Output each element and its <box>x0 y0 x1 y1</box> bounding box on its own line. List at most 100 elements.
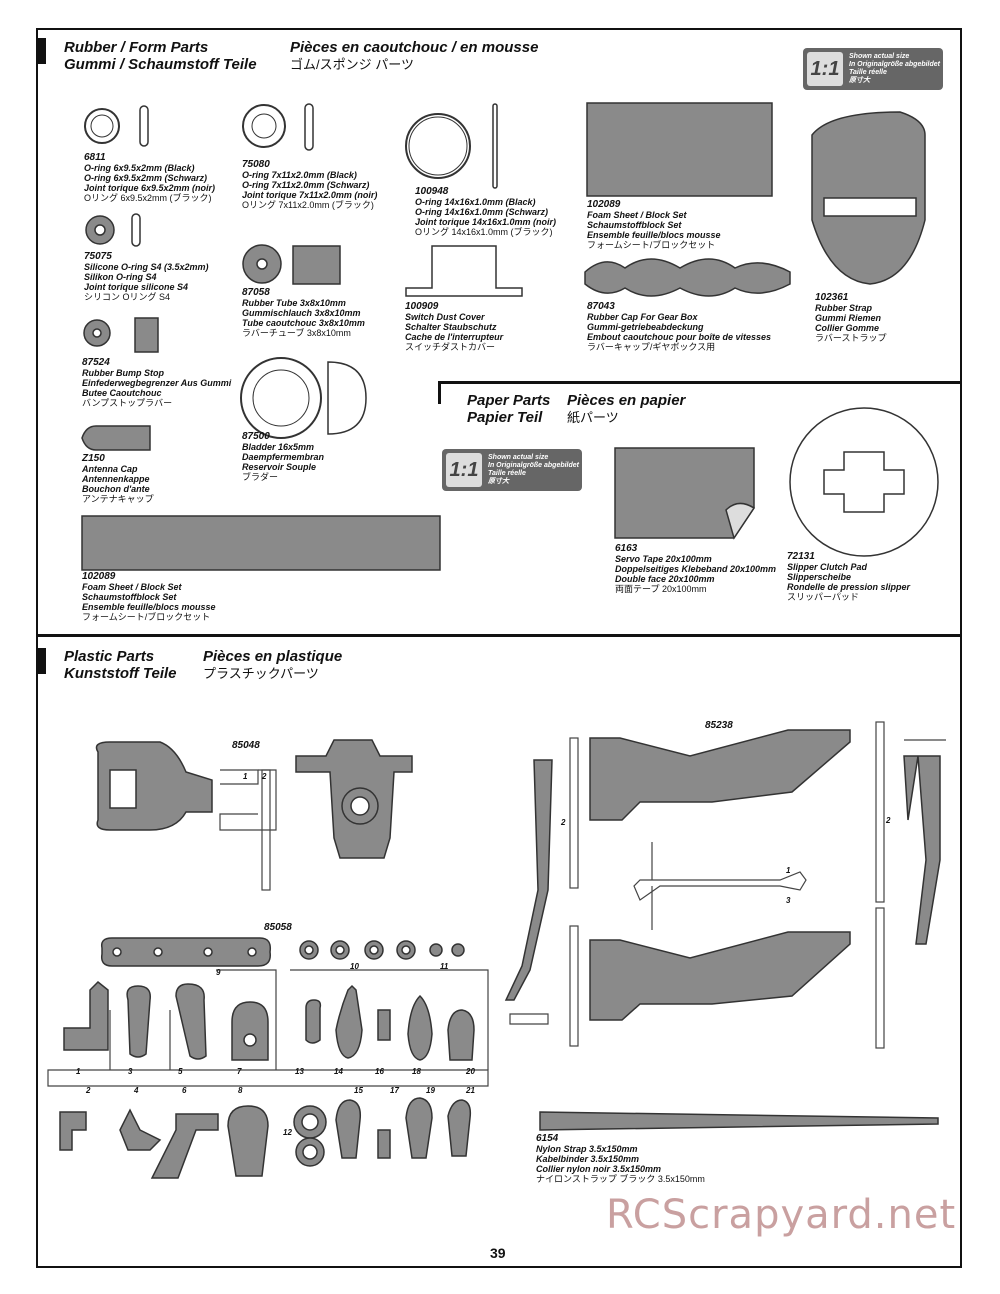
sprue-number: 12 <box>283 1128 292 1137</box>
part-desc-jp: ラバーストラップ <box>815 333 887 343</box>
tree-85058-label: 85058 <box>264 922 292 933</box>
part-desc-jp: スリッパーパッド <box>787 592 859 602</box>
part-desc-jp: ラバーキャップ/ギヤボックス用 <box>587 342 716 352</box>
part-72131-label: 72131 Slipper Clutch Pad Slipperscheibe … <box>787 552 911 603</box>
part-number: 102089 <box>587 199 621 210</box>
part-desc-de: Kabelbinder 3.5x150mm <box>536 1154 640 1164</box>
part-desc-de: Gummischlauch 3x8x10mm <box>242 308 361 318</box>
part-100948-label: 100948 O-ring 14x16x1.0mm (Black) O-ring… <box>415 187 557 238</box>
badge-scale: 1:1 <box>446 453 482 487</box>
part-desc-en: Rubber Tube 3x8x10mm <box>242 298 346 308</box>
badge-scale: 1:1 <box>807 52 843 86</box>
part-desc-de: Antennenkappe <box>82 474 150 484</box>
sprue-number: 2 <box>886 816 891 825</box>
part-desc-de: Silikon O-ring S4 <box>84 272 157 282</box>
part-desc-fr: Collier nylon noir 3.5x150mm <box>536 1164 662 1174</box>
part-desc-de: O-ring 6x9.5x2mm (Schwarz) <box>84 173 208 183</box>
badge-line: In Originalgröße abgebildet <box>849 61 941 68</box>
rubber-title-de: Gummi / Schaumstoff Teile <box>64 56 257 73</box>
sprue-number: 6 <box>182 1086 187 1095</box>
part-desc-de: Doppelseitiges Klebeband 20x100mm <box>615 564 777 574</box>
tree-85048-label: 85048 <box>232 740 260 751</box>
part-desc-en: Nylon Strap 3.5x150mm <box>536 1144 638 1154</box>
sprue-number: 2 <box>561 818 566 827</box>
part-desc-en: Silicone O-ring S4 (3.5x2mm) <box>84 262 209 272</box>
paper-title-de: Papier Teil <box>467 409 543 426</box>
part-desc-fr: Embout caoutchouc pour boîte de vitesses <box>587 332 772 342</box>
sprue-number: 8 <box>238 1086 243 1095</box>
sprue-number: 9 <box>216 968 221 977</box>
part-desc-jp: バンプストップラバー <box>82 398 173 408</box>
sprue-number: 3 <box>786 896 791 905</box>
part-desc-fr: Cache de l'interrupteur <box>405 332 504 342</box>
part-desc-jp: フォームシート/ブロックセット <box>587 240 716 250</box>
sprue-number: 4 <box>134 1086 139 1095</box>
part-number: 75080 <box>242 159 270 170</box>
part-desc-jp: シリコン Oリング S4 <box>84 292 171 302</box>
sprue-number: 1 <box>786 866 791 875</box>
plastic-title-fr: Pièces en plastique <box>203 648 343 665</box>
part-87058-label: 87058 Rubber Tube 3x8x10mm Gummischlauch… <box>242 288 365 339</box>
sprue-number: 20 <box>466 1067 475 1076</box>
rubber-title-en: Rubber / Form Parts <box>64 39 209 56</box>
part-desc-de: Einfederwegbegrenzer Aus Gummi <box>82 378 232 388</box>
part-desc-en: Rubber Bump Stop <box>82 368 164 378</box>
part-desc-en: Servo Tape 20x100mm <box>615 554 712 564</box>
part-desc-fr: Joint torique silicone S4 <box>84 282 189 292</box>
plastic-title-de: Kunststoff Teile <box>64 665 177 682</box>
part-desc-fr: Rondelle de pression slipper <box>787 582 911 592</box>
rubber-title-fr: Pièces en caoutchouc / en mousse <box>290 39 539 56</box>
part-desc-en: O-ring 6x9.5x2mm (Black) <box>84 163 195 173</box>
watermark: RCScrapyard.net <box>606 1192 957 1238</box>
part-6811-label: 6811 O-ring 6x9.5x2mm (Black) O-ring 6x9… <box>84 152 215 204</box>
part-87524-label: 87524 Rubber Bump Stop Einfederwegbegren… <box>82 357 232 409</box>
part-desc-en: Switch Dust Cover <box>405 312 485 322</box>
actual-size-badge: 1:1 Shown actual size In Originalgröße a… <box>442 449 582 491</box>
sprue-number: 21 <box>466 1086 475 1095</box>
part-number: 87524 <box>82 357 110 368</box>
part-desc-fr: Reservoir Souple <box>242 462 317 472</box>
part-desc-de: Schaumstoffblock Set <box>587 220 682 230</box>
part-desc-de: O-ring 7x11x2.0mm (Schwarz) <box>242 180 370 190</box>
actual-size-badge: 1:1 Shown actual size In Originalgröße a… <box>803 48 943 90</box>
part-desc-en: O-ring 14x16x1.0mm (Black) <box>415 197 536 207</box>
sprue-number: 1 <box>243 772 248 781</box>
part-desc-fr: Joint torique 14x16x1.0mm (noir) <box>415 217 557 227</box>
part-number: 6154 <box>536 1133 559 1144</box>
part-number: 6163 <box>615 543 638 554</box>
paper-title-en: Paper Parts <box>467 392 551 409</box>
part-desc-jp: フォームシート/ブロックセット <box>82 612 211 622</box>
rubber-title-jp: ゴム/スポンジ パーツ <box>290 57 414 72</box>
part-desc-fr: Bouchon d'ante <box>82 484 150 494</box>
part-desc-de: Slipperscheibe <box>787 572 852 582</box>
part-number: 6811 <box>84 152 106 163</box>
part-102089a-label: 102089 Foam Sheet / Block Set Schaumstof… <box>587 199 721 251</box>
part-100909-label: 100909 Switch Dust Cover Schalter Staubs… <box>405 302 504 353</box>
badge-line: Taille réelle <box>488 470 526 477</box>
sprue-number: 3 <box>128 1067 133 1076</box>
part-6154-label: 6154 Nylon Strap 3.5x150mm Kabelbinder 3… <box>536 1133 705 1185</box>
plastic-title-en: Plastic Parts <box>64 648 155 665</box>
part-desc-jp: Oリング 6x9.5x2mm (ブラック) <box>84 193 212 203</box>
section-marker <box>38 38 46 64</box>
part-75080-label: 75080 O-ring 7x11x2.0mm (Black) O-ring 7… <box>242 159 378 211</box>
badge-text: Shown actual size In Originalgröße abgeb… <box>488 454 579 486</box>
part-number: 102089 <box>82 571 116 582</box>
sprue-number: 19 <box>426 1086 435 1095</box>
part-desc-jp: ラバーチューブ 3x8x10mm <box>242 328 351 338</box>
badge-line: Shown actual size <box>488 454 549 461</box>
part-desc-en: Rubber Strap <box>815 303 873 313</box>
part-desc-fr: Tube caoutchouc 3x8x10mm <box>242 318 365 328</box>
sprue-number: 15 <box>354 1086 363 1095</box>
sprue-number: 2 <box>262 772 267 781</box>
badge-line: In Originalgröße abgebildet <box>488 462 580 469</box>
part-102361-label: 102361 Rubber Strap Gummi Riemen Collier… <box>815 293 887 344</box>
part-desc-de: O-ring 14x16x1.0mm (Schwarz) <box>415 207 549 217</box>
part-desc-fr: Joint torique 7x11x2.0mm (noir) <box>242 190 378 200</box>
part-desc-jp: ナイロンストラップ ブラック 3.5x150mm <box>536 1174 705 1184</box>
part-desc-de: Schaumstoffblock Set <box>82 592 177 602</box>
badge-line: 原寸大 <box>488 478 509 485</box>
part-desc-jp: ブラダー <box>242 472 279 482</box>
part-desc-fr: Ensemble feuille/blocs mousse <box>82 602 216 612</box>
